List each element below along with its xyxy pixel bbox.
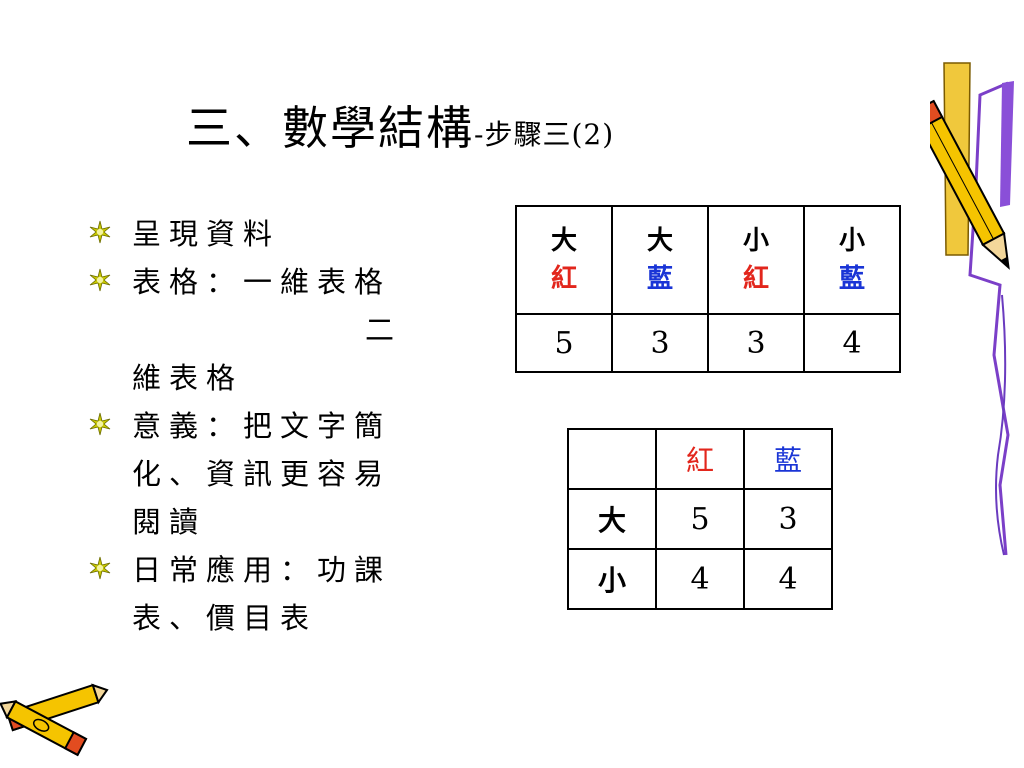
size-label: 小 <box>742 226 769 256</box>
table-header-row: 紅 藍 <box>567 428 833 490</box>
table-row: 大 5 3 <box>567 488 833 550</box>
color-label: 藍 <box>646 264 673 294</box>
table-header-cell: 小藍 <box>803 205 901 315</box>
table-cell: 3 <box>707 313 805 373</box>
table-header-cell: 藍 <box>743 428 833 490</box>
table-corner-cell <box>567 428 657 490</box>
list-item: 意義：把文字簡化、資訊更容易閱讀 <box>88 402 418 546</box>
table-cell: 3 <box>611 313 709 373</box>
size-label: 大 <box>646 226 673 256</box>
bullet-text: 呈現資料 <box>132 217 281 251</box>
slide-title: 三、數學結構-步驟三(2) <box>186 92 614 158</box>
table-header-cell: 大紅 <box>515 205 613 315</box>
bullet-star-icon <box>89 556 111 580</box>
bullet-continuation: 二 <box>364 313 402 347</box>
bullet-star-icon <box>89 220 111 244</box>
table-row: 5 3 3 4 <box>515 313 901 373</box>
row-header-cell: 大 <box>567 488 657 550</box>
row-header-cell: 小 <box>567 548 657 610</box>
table-row: 小 4 4 <box>567 548 833 610</box>
table-header-row: 大紅 大藍 小紅 小藍 <box>515 205 901 315</box>
table-cell: 4 <box>743 548 833 610</box>
table-cell: 5 <box>515 313 613 373</box>
bullet-text: 表格：一維表格 <box>132 265 392 299</box>
two-dimensional-table: 紅 藍 大 5 3 小 4 4 <box>567 428 833 610</box>
bullet-continuation-2: 維表格 <box>132 361 244 395</box>
pencil-clipart-icon <box>930 62 1014 556</box>
bullet-star-icon <box>89 412 111 436</box>
bullet-star-icon <box>89 268 111 292</box>
table-header-cell: 大藍 <box>611 205 709 315</box>
table-header-cell: 紅 <box>655 428 745 490</box>
table-cell: 5 <box>655 488 745 550</box>
title-main: 三、數學結構 <box>186 101 474 155</box>
bullet-text: 意義：把文字簡化、資訊更容易閱讀 <box>132 409 392 539</box>
color-label: 藍 <box>838 264 865 294</box>
size-label: 小 <box>838 226 865 256</box>
table-cell: 4 <box>803 313 901 373</box>
table-header-cell: 小紅 <box>707 205 805 315</box>
list-item: 呈現資料 <box>88 210 418 258</box>
bullet-list: 呈現資料 表格：一維表格 二 維表格 意義：把文字簡化、資訊更容易閱讀 日常應用… <box>88 210 418 642</box>
list-item: 表格：一維表格 二 維表格 <box>88 258 418 402</box>
list-item: 日常應用：功課表、價目表 <box>88 546 418 642</box>
title-sub: -步驟三(2) <box>474 118 615 151</box>
table-cell: 3 <box>743 488 833 550</box>
table-cell: 4 <box>655 548 745 610</box>
color-label: 紅 <box>742 264 769 294</box>
bullet-text: 日常應用：功課表、價目表 <box>132 553 392 635</box>
color-label: 紅 <box>550 264 577 294</box>
size-label: 大 <box>550 226 577 256</box>
one-dimensional-table: 大紅 大藍 小紅 小藍 5 3 3 4 <box>515 205 901 373</box>
crayons-clipart-icon <box>0 683 109 757</box>
